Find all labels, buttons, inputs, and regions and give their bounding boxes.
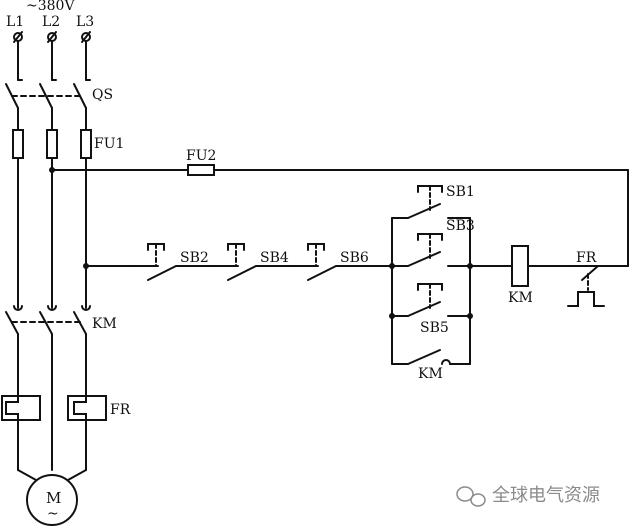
sb6-label: SB6 — [340, 250, 369, 266]
fr-contact-label: FR — [576, 250, 597, 266]
start-parallel-block — [391, 185, 471, 365]
phase-label-l2: L2 — [42, 14, 60, 30]
fr-overload-contact — [567, 265, 605, 307]
phase-label-l3: L3 — [76, 14, 94, 30]
watermark-text: 全球电气资源 — [492, 485, 600, 506]
km-coil — [469, 245, 571, 287]
sb2-label: SB2 — [180, 250, 209, 266]
sb6-stop-button — [295, 243, 337, 281]
fu1-label: FU1 — [94, 136, 124, 152]
fu2-label: FU2 — [186, 148, 216, 164]
fu1-fuses — [12, 129, 92, 159]
km-main-label: KM — [92, 316, 117, 332]
junction-dots — [49, 167, 473, 319]
control-circuit — [51, 164, 629, 267]
motor-ac-label: ~ — [47, 506, 59, 522]
main-circuit — [17, 40, 87, 481]
sb4-stop-button — [215, 243, 257, 281]
km-main-contacts — [5, 305, 91, 335]
qs-label: QS — [92, 87, 113, 103]
qs-isolator-switch — [5, 79, 91, 109]
phase-label-l1: L1 — [6, 14, 24, 30]
supply-voltage-label: ~380V — [26, 0, 75, 14]
motor — [26, 474, 78, 526]
sb1-label: SB1 — [446, 184, 475, 200]
km-aux-label: KM — [418, 366, 443, 382]
fr-thermal-elements — [1, 395, 107, 421]
sb5-label: SB5 — [420, 320, 449, 336]
motor-label: M — [46, 489, 61, 507]
km-coil-label: KM — [508, 290, 533, 306]
watermark-logo-icon — [456, 486, 486, 507]
sb4-label: SB4 — [260, 250, 289, 266]
fr-main-label: FR — [110, 402, 131, 418]
sb3-label: SB3 — [446, 218, 475, 234]
sb2-stop-button — [135, 243, 177, 281]
